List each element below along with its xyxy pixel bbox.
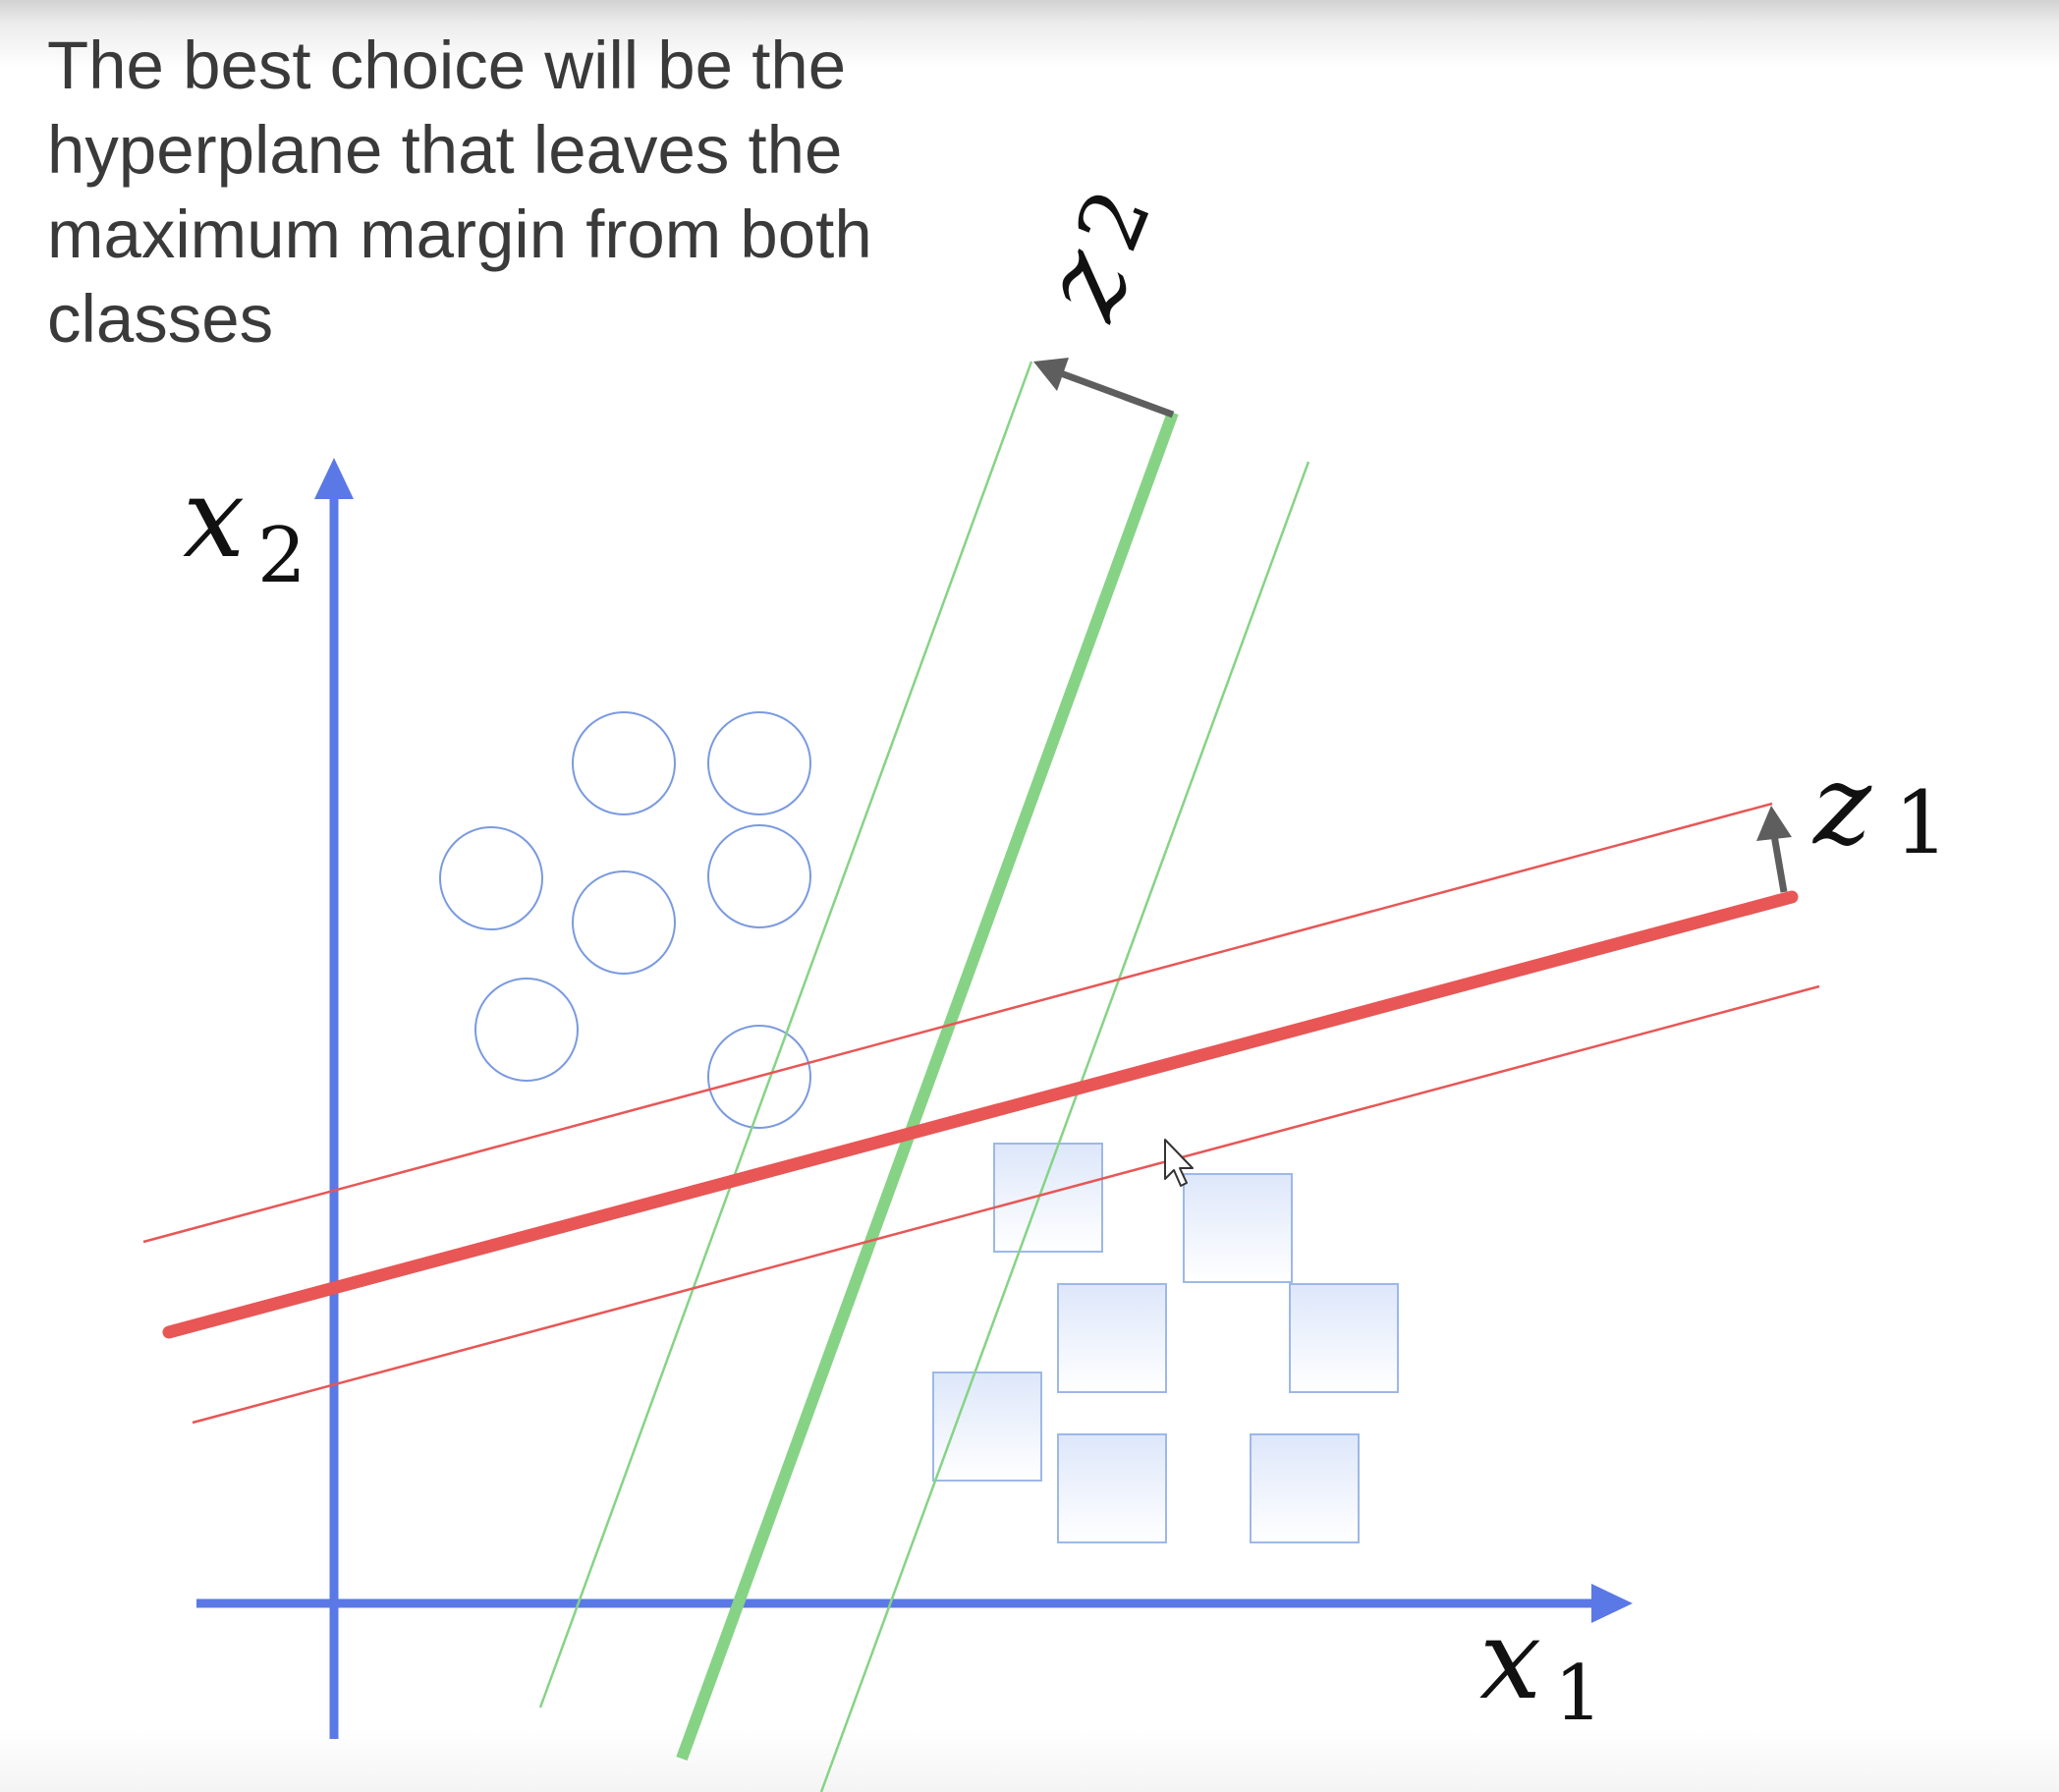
caption-line-3: maximum margin from both [47,196,872,272]
z2-margin-arrowhead [1033,358,1069,391]
square-point [932,1372,1042,1482]
square-point [1289,1283,1399,1393]
caption-line-4: classes [47,281,274,357]
circle-point [707,824,811,928]
margin-label-z2: z 2 [1016,175,1171,336]
circle-point [572,711,676,815]
axis-label-x1: x 1 [1479,1596,1603,1738]
caption-text: The best choice will be the hyperplane t… [47,24,990,362]
axis-label-x2-var: x [183,455,245,583]
circle-point [572,870,676,975]
red-margin-upper [142,802,1773,1244]
axis-label-x2: x 2 [183,455,306,600]
circle-point [439,826,543,930]
square-point [1183,1173,1293,1283]
square-point [1057,1283,1167,1393]
y-axis-arrowhead [314,458,354,499]
margin-label-z1-sub: 1 [1894,772,1949,873]
circle-point [707,711,811,815]
axis-label-x1-sub: 1 [1554,1650,1603,1738]
square-point [993,1143,1103,1253]
green-hyperplane-group [538,361,1310,1792]
green-margin-right [819,461,1310,1792]
axes [196,458,1633,1739]
red-hyperplane-group [142,802,1820,1425]
caption-line-2: hyperplane that leaves the [47,112,843,188]
caption-line-1: The best choice will be the [47,28,847,103]
x-axis-arrowhead [1591,1584,1633,1623]
margin-arrows [1033,358,1792,893]
green-hyperplane [676,410,1179,1762]
z1-margin-arrowhead [1756,806,1792,841]
axis-label-x1-var: x [1479,1596,1541,1724]
margin-label-z1-var: z [1811,742,1872,869]
axis-label-x2-sub: 2 [257,512,306,600]
square-point [1250,1433,1360,1543]
class-squares [932,1143,1399,1543]
z1-margin-arrow [1770,834,1788,893]
z2-margin-arrow [1059,369,1175,419]
circle-point [707,1025,811,1129]
red-hyperplane [162,890,1799,1339]
green-margin-left [538,361,1033,1708]
square-point [1057,1433,1167,1543]
circle-point [474,978,579,1082]
mouse-cursor-icon [1164,1139,1194,1187]
class-circles [439,711,811,1129]
margin-label-z1: z 1 [1811,742,1949,873]
red-margin-lower [192,984,1820,1425]
